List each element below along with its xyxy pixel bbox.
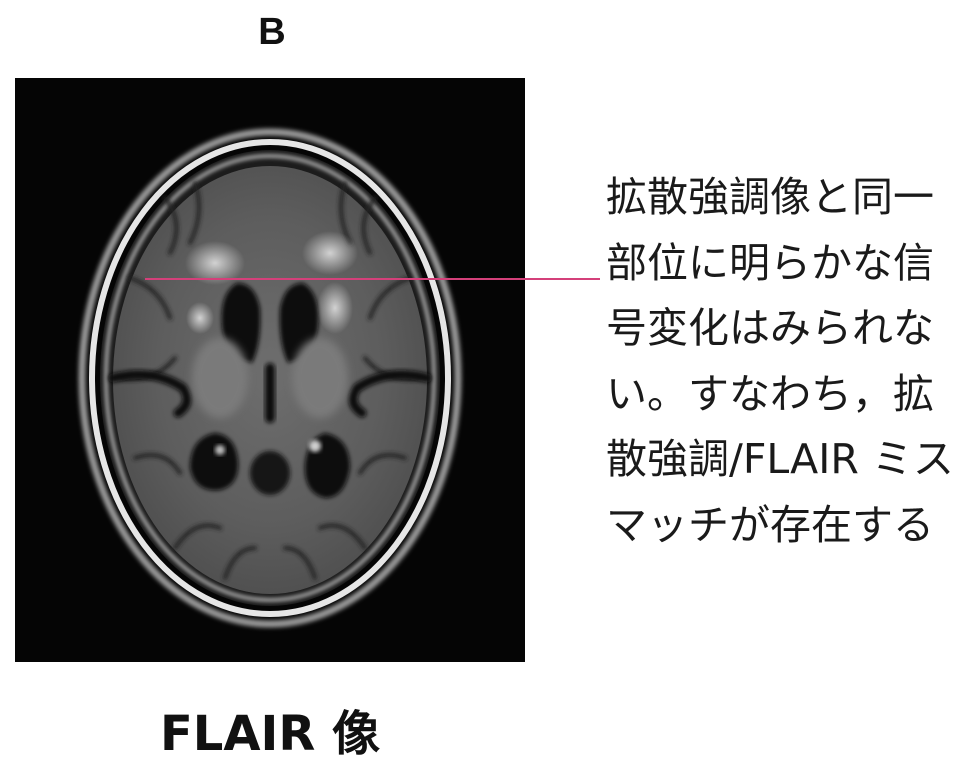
annotation-pointer-line [145,278,600,280]
annotation-text: 拡散強調像と同一部位に明らかな信号変化はみられない。すなわち，拡散強調/FLAI… [606,173,954,549]
panel-label: B [258,11,286,53]
brain-axial-slice [78,128,462,628]
image-caption: FLAIR 像 [159,706,381,762]
flair-mri-image [15,78,525,662]
